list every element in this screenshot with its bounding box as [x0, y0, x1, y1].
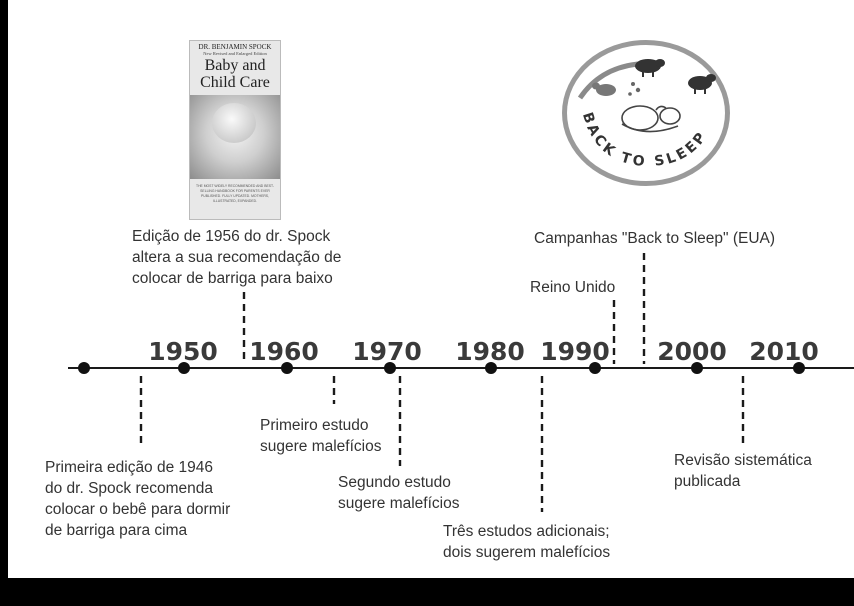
event-note-uk: Reino Unido	[530, 277, 615, 298]
event-note-spock-1956: Edição de 1956 do dr. Spock altera a sua…	[132, 226, 341, 289]
event-note-second-study: Segundo estudo sugere malefícios	[338, 472, 459, 514]
book-title: Baby and Child Care	[200, 57, 270, 91]
baby-face	[212, 103, 256, 143]
back-to-sleep-logo: BACK TO SLEEP	[562, 40, 730, 186]
note-line: colocar o bebê para dormir	[45, 501, 231, 518]
event-note-spock-1946: Primeira edição de 1946 do dr. Spock rec…	[45, 457, 230, 541]
note-line: Primeiro estudo	[260, 417, 369, 434]
note-line: Edição de 1956 do dr. Spock	[132, 228, 331, 245]
note-line: sugere malefícios	[260, 438, 382, 455]
note-line: Reino Unido	[530, 279, 616, 296]
sheep-icon	[635, 59, 665, 77]
year-label: 1990	[540, 337, 610, 366]
note-line: Primeira edição de 1946	[45, 459, 214, 476]
event-note-review: Revisão sistemática publicada	[674, 450, 812, 492]
note-line: Campanhas "Back to Sleep" (EUA)	[534, 230, 776, 247]
note-line: dois sugerem malefícios	[443, 544, 611, 561]
note-line: publicada	[674, 473, 741, 490]
diagram-frame: 1950 1960 1970 1980 1990 2000 2010 Prime…	[8, 0, 854, 578]
timeline-dot	[281, 362, 293, 374]
timeline-dot	[384, 362, 396, 374]
year-label: 1980	[455, 337, 525, 366]
sheep-icon	[688, 74, 716, 94]
note-line: Segundo estudo	[338, 474, 451, 491]
year-label: 2010	[749, 337, 819, 366]
event-note-three-studies: Três estudos adicionais; dois sugerem ma…	[443, 521, 610, 563]
year-label: 1970	[352, 337, 422, 366]
year-label: 2000	[657, 337, 727, 366]
timeline-dot	[78, 362, 90, 374]
sheep-icon	[592, 82, 616, 96]
timeline-dot	[589, 362, 601, 374]
note-line: Três estudos adicionais;	[443, 523, 610, 540]
note-line: altera a sua recomendação de	[132, 249, 342, 266]
timeline-dot	[485, 362, 497, 374]
book-edition: New Revised and Enlarged Edition	[203, 51, 267, 56]
sleeping-baby-icon	[621, 105, 681, 133]
year-label: 1960	[249, 337, 319, 366]
book-author: DR. BENJAMIN SPOCK	[198, 43, 272, 51]
timeline-dot	[178, 362, 190, 374]
event-note-first-study: Primeiro estudo sugere malefícios	[260, 415, 381, 457]
baby-and-child-care-book-cover: DR. BENJAMIN SPOCK New Revised and Enlar…	[189, 40, 281, 220]
timeline-dot	[793, 362, 805, 374]
note-line: Revisão sistemática	[674, 452, 812, 469]
logo-arc	[577, 61, 639, 100]
year-label: 1950	[148, 337, 218, 366]
event-note-back-to-sleep: Campanhas "Back to Sleep" (EUA)	[534, 228, 775, 249]
note-line: colocar de barriga para baixo	[132, 270, 333, 287]
note-line: de barriga para cima	[45, 522, 188, 539]
note-line: do dr. Spock recomenda	[45, 480, 214, 497]
logo-inner-circle	[567, 45, 725, 181]
timeline-graphic: 1950 1960 1970 1980 1990 2000 2010	[68, 253, 854, 512]
book-blurb: THE MOST WIDELY RECOMMENDED AND BEST-SEL…	[196, 184, 274, 203]
timeline-dot	[691, 362, 703, 374]
note-line: sugere malefícios	[338, 495, 460, 512]
